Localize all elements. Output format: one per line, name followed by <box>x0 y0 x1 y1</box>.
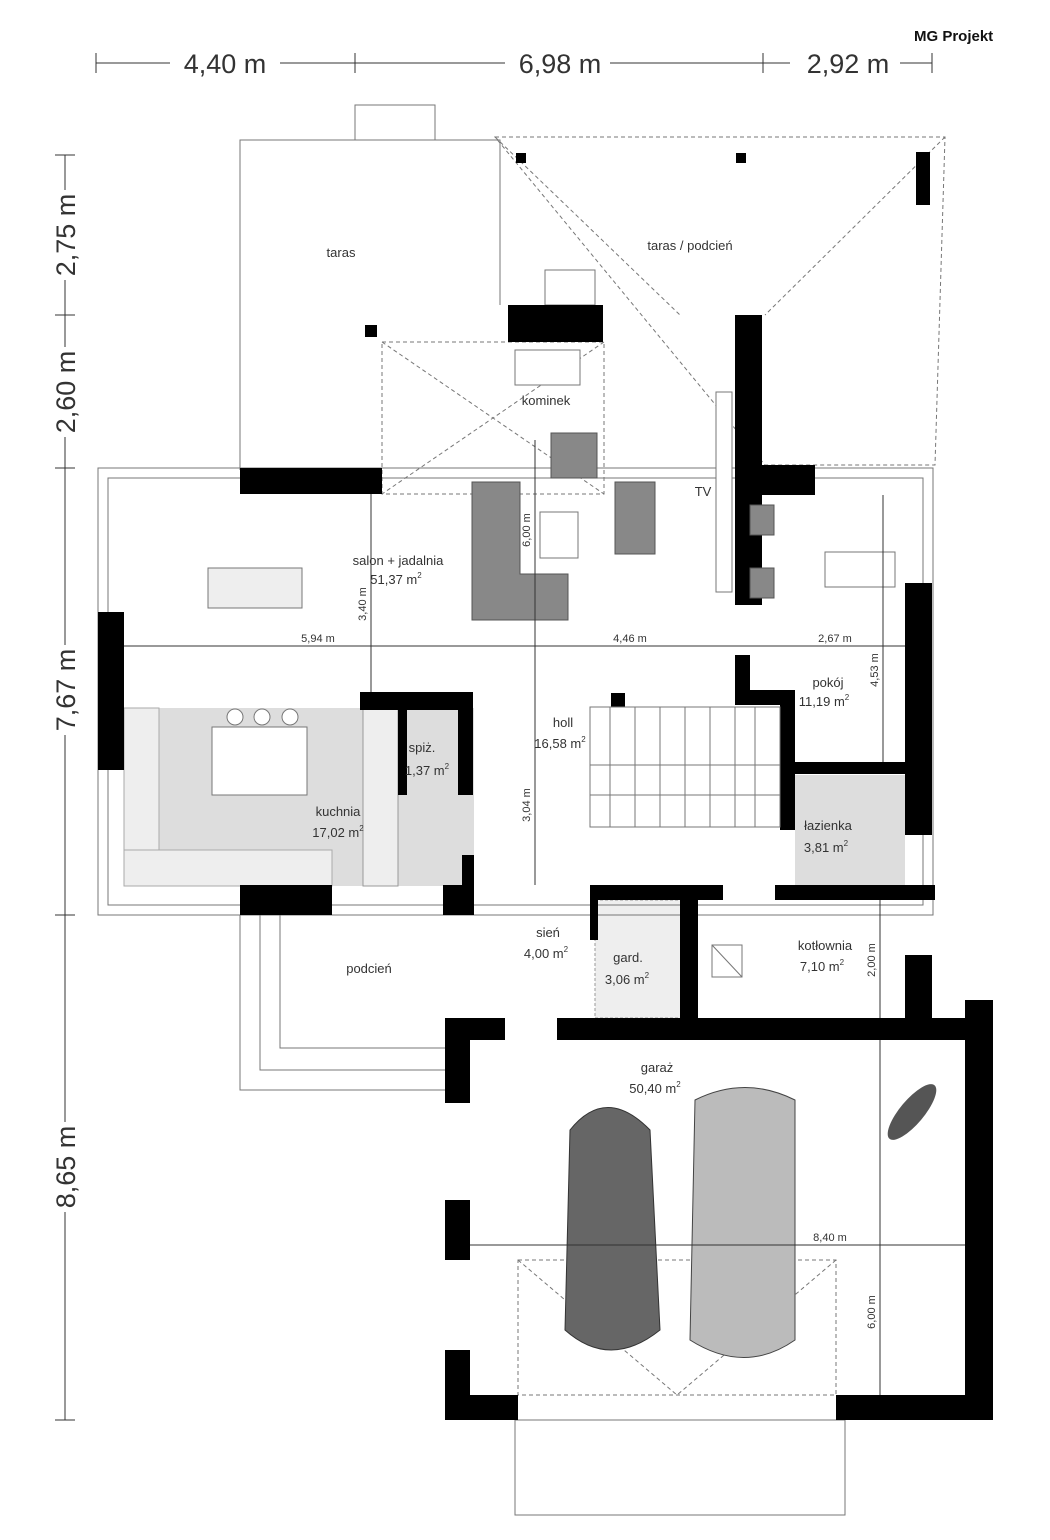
label-taras: taras <box>327 245 356 260</box>
sup: 2 <box>845 693 850 702</box>
sup: 2 <box>359 824 364 833</box>
area-salon: 51,37 m <box>370 572 417 587</box>
room-labels: taras taras / podcień kominek TV salon +… <box>312 238 853 1096</box>
left-dimension-line: 2,75 m 2,60 m 7,67 m 8,65 m <box>50 154 81 1421</box>
sup: 2 <box>417 571 422 580</box>
svg-text:4,00 m2: 4,00 m2 <box>524 945 569 961</box>
dim-garage-depth: 6,00 m <box>866 1295 878 1329</box>
area-kotlownia: 7,10 m <box>800 959 840 974</box>
sup: 2 <box>844 839 849 848</box>
dim-left-3: 7,67 m <box>51 649 81 732</box>
dim-top-3: 2,92 m <box>807 49 890 79</box>
terraces <box>239 104 946 470</box>
label-garaz: garaż <box>641 1060 674 1075</box>
area-kuchnia: 17,02 m <box>312 825 359 840</box>
label-sien: sień <box>536 925 560 940</box>
dim-holl-width: 4,46 m <box>613 633 647 645</box>
label-spiz: spiż. <box>409 740 436 755</box>
svg-text:3,81 m2: 3,81 m2 <box>804 839 849 855</box>
walls <box>98 305 993 1420</box>
furniture <box>207 349 937 1358</box>
area-pokoj: 11,19 m <box>799 694 845 709</box>
dim-salon-height: 6,00 m <box>521 513 533 547</box>
area-gard: 3,06 m <box>605 972 645 987</box>
svg-text:16,58 m2: 16,58 m2 <box>534 735 586 751</box>
label-taras-podcien: taras / podcień <box>647 238 732 253</box>
svg-text:3,06 m2: 3,06 m2 <box>605 971 650 987</box>
label-holl: holl <box>553 715 573 730</box>
dim-left-2: 2,60 m <box>51 351 81 434</box>
bathroom-floor <box>795 775 905 885</box>
area-spiz: 1,37 m <box>405 763 445 778</box>
sup: 2 <box>564 945 569 954</box>
dim-left-4: 8,65 m <box>51 1126 81 1209</box>
svg-text:1,37 m2: 1,37 m2 <box>405 762 450 778</box>
dim-salon-width: 5,94 m <box>301 633 335 645</box>
top-dimension-line: 4,40 m 6,98 m 2,92 m <box>95 49 933 79</box>
sup: 2 <box>445 762 450 771</box>
dim-pokoj-depth: 4,53 m <box>869 653 881 687</box>
dim-holl-depth: 3,04 m <box>521 788 533 822</box>
svg-text:51,37 m2: 51,37 m2 <box>370 571 422 587</box>
area-sien: 4,00 m <box>524 946 564 961</box>
label-kotlownia: kotłownia <box>798 938 853 953</box>
sup: 2 <box>581 735 586 744</box>
area-lazienka: 3,81 m <box>804 840 844 855</box>
dim-left-1: 2,75 m <box>51 194 81 277</box>
dim-top-2: 6,98 m <box>519 49 602 79</box>
dim-pokoj-width: 2,67 m <box>818 633 852 645</box>
label-salon: salon + jadalnia <box>353 553 444 568</box>
staircase <box>589 706 781 828</box>
svg-text:7,10 m2: 7,10 m2 <box>800 958 845 974</box>
car-light <box>689 1087 796 1358</box>
motorcycle-icon <box>887 1084 937 1140</box>
sup: 2 <box>676 1080 681 1089</box>
area-garaz: 50,40 m <box>629 1081 676 1096</box>
label-pokoj: pokój <box>812 675 843 690</box>
label-kominek: kominek <box>522 393 571 408</box>
logo: MG Projekt <box>914 28 993 45</box>
dim-garage-width: 8,40 m <box>813 1232 847 1244</box>
svg-text:11,19 m2: 11,19 m2 <box>799 693 850 709</box>
inner-dimensions: 5,94 m 4,46 m 2,67 m 3,40 m 6,00 m 3,04 … <box>124 440 965 1395</box>
sup: 2 <box>645 971 650 980</box>
label-gard: gard. <box>613 950 643 965</box>
sup: 2 <box>840 958 845 967</box>
dim-salon-depth: 3,40 m <box>357 587 369 621</box>
area-holl: 16,58 m <box>534 736 581 751</box>
dim-kotlownia-depth: 2,00 m <box>866 943 878 977</box>
label-tv: TV <box>695 484 712 499</box>
svg-text:17,02 m2: 17,02 m2 <box>312 824 364 840</box>
label-podcien: podcień <box>346 961 392 976</box>
car-dark <box>564 1107 661 1351</box>
label-kuchnia: kuchnia <box>316 804 362 819</box>
svg-text:50,40 m2: 50,40 m2 <box>629 1080 681 1096</box>
dim-top-1: 4,40 m <box>184 49 267 79</box>
label-lazienka: łazienka <box>804 818 852 833</box>
